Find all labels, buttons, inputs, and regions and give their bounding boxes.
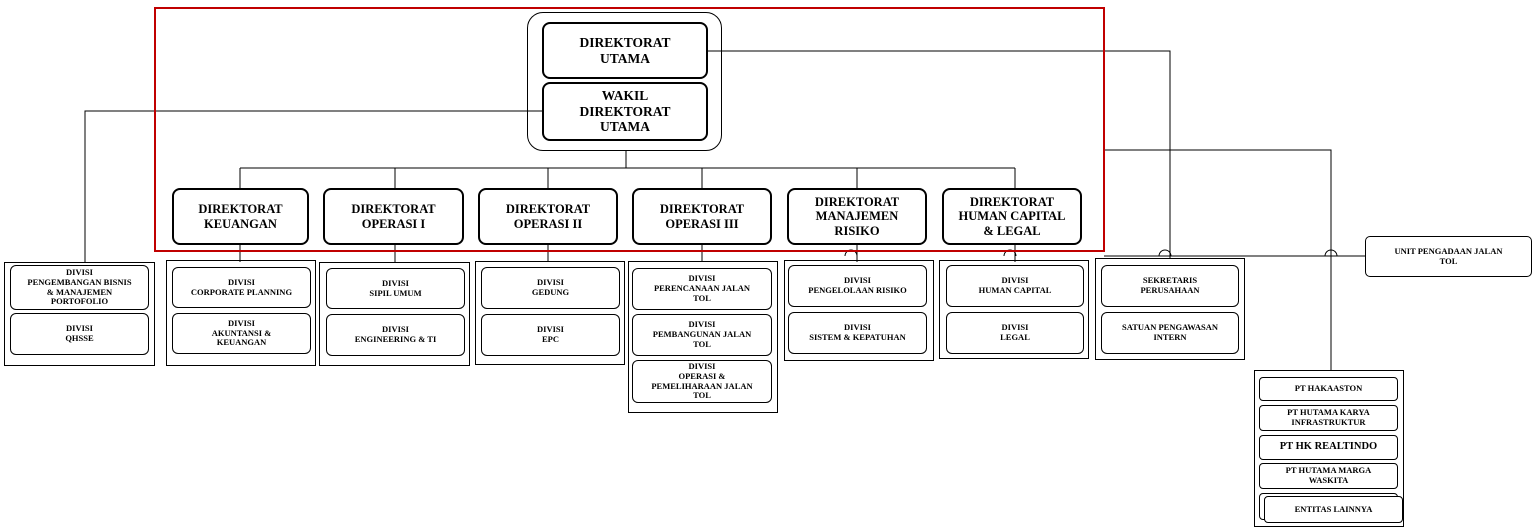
divisi-pengembangan-bisnis-box: DIVISI PENGEMBANGAN BISNIS & MANAJEMEN P… (10, 265, 149, 310)
keuangan-division-group (166, 260, 316, 366)
entitas-lainnya-box: ENTITAS LAINNYA (1264, 496, 1403, 523)
operasi-1-division-group (319, 262, 470, 366)
subsidiaries-group (1254, 370, 1404, 527)
direktorat-keuangan-box: DIREKTORAT KEUANGAN (172, 188, 309, 245)
divisi-gedung-box: DIVISI GEDUNG (481, 267, 620, 309)
human-capital-division-group (939, 260, 1089, 359)
divisi-sipil-umum-box: DIVISI SIPIL UMUM (326, 268, 465, 309)
line-wakil-to-left-group (84, 110, 543, 262)
satuan-pengawasan-intern-box: SATUAN PENGAWASAN INTERN (1101, 312, 1239, 354)
pt-hutama-karya-infrastruktur-box: PT HUTAMA KARYA INFRASTRUKTUR (1259, 405, 1398, 431)
line-to-subsidiaries (1104, 149, 1332, 370)
manajemen-risiko-division-group (784, 260, 934, 361)
sekretaris-perusahaan-box: SEKRETARIS PERUSAHAAN (1101, 265, 1239, 307)
divisi-pembangunan-jalan-tol-box: DIVISI PEMBANGUNAN JALAN TOL (632, 314, 772, 356)
divisi-legal-box: DIVISI LEGAL (946, 312, 1084, 354)
operasi-3-division-group (628, 261, 778, 413)
divisi-human-capital-box: DIVISI HUMAN CAPITAL (946, 265, 1084, 307)
left-division-group (4, 262, 155, 366)
direktorat-manajemen-risiko-box: DIREKTORAT MANAJEMEN RISIKO (787, 188, 927, 245)
corporate-unit-group (1095, 258, 1245, 360)
divisi-perencanaan-jalan-tol-box: DIVISI PERENCANAAN JALAN TOL (632, 268, 772, 310)
divisi-engineering-ti-box: DIVISI ENGINEERING & TI (326, 314, 465, 356)
wakil-direktorat-utama-box: WAKIL DIREKTORAT UTAMA (542, 82, 708, 141)
pt-hk-realtindo-box: PT HK REALTINDO (1259, 435, 1398, 460)
direktorat-operasi-1-box: DIREKTORAT OPERASI I (323, 188, 464, 245)
unit-pengadaan-jalan-tol-box: UNIT PENGADAAN JALAN TOL (1365, 236, 1532, 277)
direktorat-operasi-2-box: DIREKTORAT OPERASI II (478, 188, 618, 245)
pt-hakaaston-box: PT HAKAASTON (1259, 377, 1398, 401)
top-management-frame (527, 12, 722, 151)
divisi-operasi-pemeliharaan-jalan-tol-box: DIVISI OPERASI & PEMELIHARAAN JALAN TOL (632, 360, 772, 403)
line-utama-to-sekretaris (708, 50, 1171, 258)
divisi-corporate-planning-box: DIVISI CORPORATE PLANNING (172, 267, 311, 308)
operasi-2-division-group (475, 261, 625, 365)
divisi-epc-box: DIVISI EPC (481, 314, 620, 356)
divisi-akuntansi-keuangan-box: DIVISI AKUNTANSI & KEUANGAN (172, 313, 311, 354)
divisi-pengelolaan-risiko-box: DIVISI PENGELOLAAN RISIKO (788, 265, 927, 307)
divisi-qhsse-box: DIVISI QHSSE (10, 313, 149, 355)
direktorat-operasi-3-box: DIREKTORAT OPERASI III (632, 188, 772, 245)
direktorat-utama-box: DIREKTORAT UTAMA (542, 22, 708, 79)
direktorat-human-capital-legal-box: DIREKTORAT HUMAN CAPITAL & LEGAL (942, 188, 1082, 245)
pt-hutama-marga-waskita-box: PT HUTAMA MARGA WASKITA (1259, 463, 1398, 489)
divisi-sistem-kepatuhan-box: DIVISI SISTEM & KEPATUHAN (788, 312, 927, 354)
